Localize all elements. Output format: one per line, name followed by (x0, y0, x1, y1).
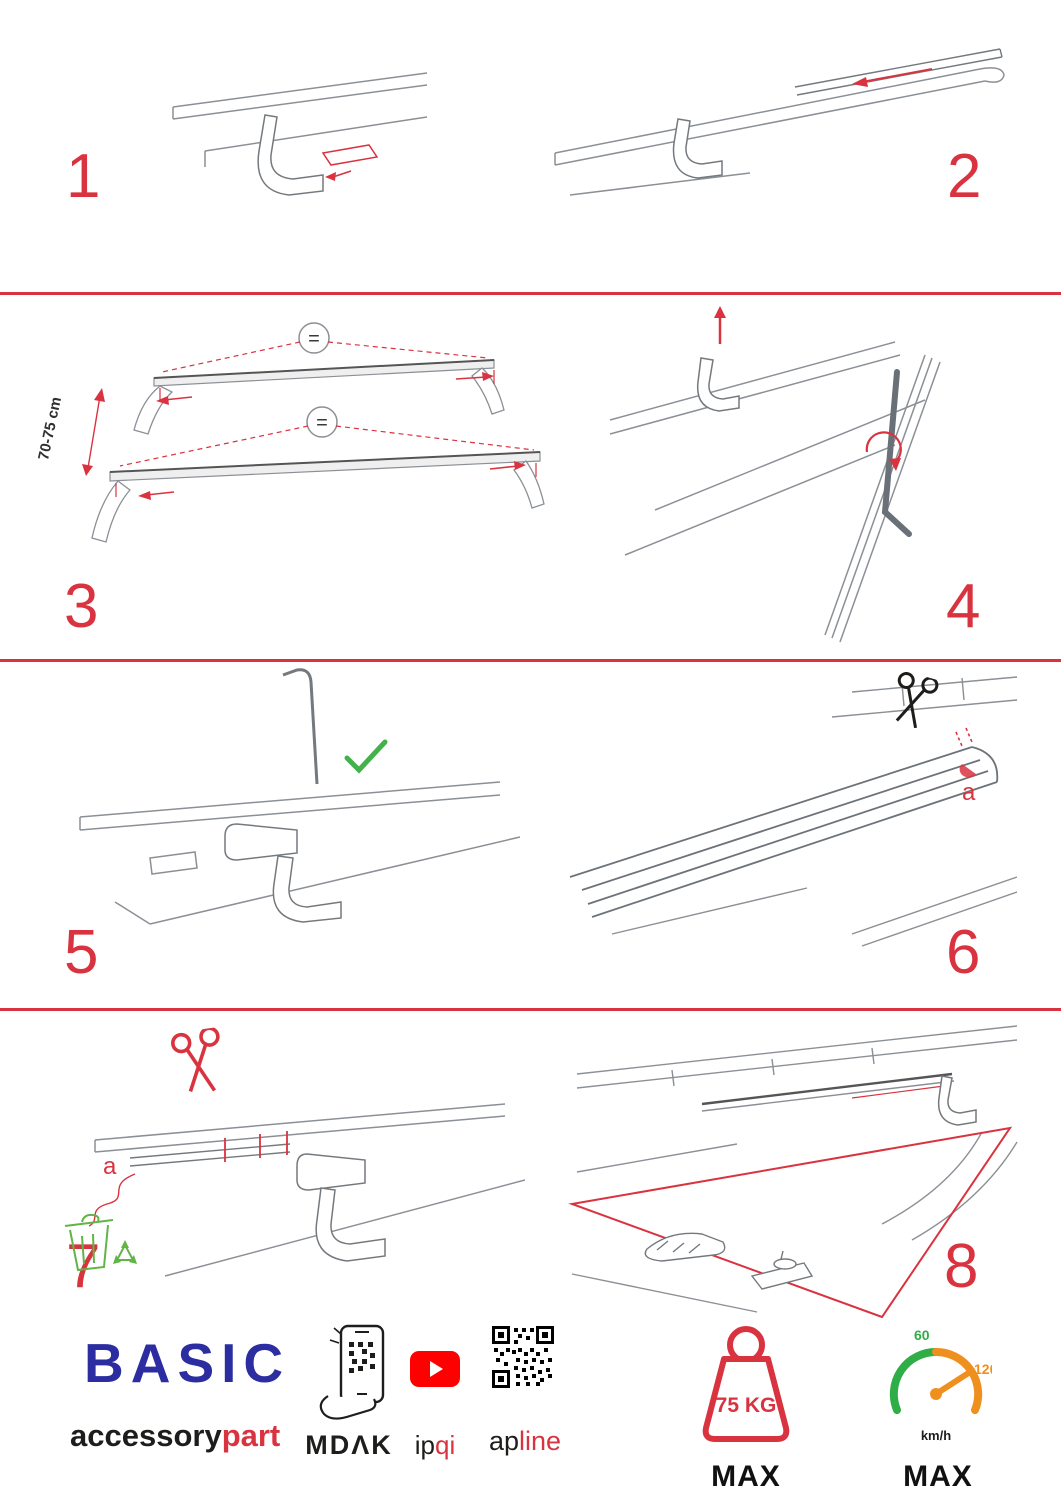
phone-scan-icon (319, 1324, 385, 1420)
speed-max-label: MAX (903, 1460, 973, 1493)
speedometer-icon: 60 120 km/h (889, 1327, 992, 1443)
detail-callout-frame (568, 1126, 1013, 1319)
max-weight-icon: 75 KG (702, 1326, 790, 1442)
hand-shape (319, 1395, 377, 1420)
step-6-illustration: a (569, 672, 1017, 947)
mounted-crossbar (701, 1072, 977, 1126)
push-up-arrow (714, 306, 726, 344)
step-4-number: 4 (946, 572, 981, 641)
hook-rod (282, 668, 319, 785)
step-7-illustration: a (64, 1025, 525, 1277)
slide-arrow (852, 68, 933, 87)
step-4-illustration (609, 306, 941, 643)
step-8-number: 8 (944, 1232, 979, 1301)
allen-key (881, 369, 912, 537)
phone-qr-pixels (349, 1342, 375, 1373)
section-divider (0, 659, 1061, 662)
bar-lines (94, 1103, 525, 1277)
step-2-illustration (554, 48, 1005, 196)
logo-ipqi: ipqi (403, 1430, 467, 1461)
step-2-number: 2 (947, 142, 982, 211)
brand-sub-right: part (221, 1418, 281, 1453)
weight-value: 75 KG (716, 1394, 777, 1417)
step-3-number: 3 (64, 572, 99, 641)
arrow-icon (325, 172, 336, 181)
logo-apline: apline (480, 1426, 570, 1457)
step-5-illustration (79, 668, 520, 925)
logo-ipqi-left: ip (414, 1430, 435, 1460)
rotate-arrow (865, 431, 902, 471)
section-divider (0, 1008, 1061, 1011)
step-5-number: 5 (64, 918, 99, 987)
t-slot-adapters (644, 1232, 814, 1290)
roof-edge-lines (609, 341, 941, 643)
scissors-icon (886, 672, 941, 732)
crossbar-lines (554, 67, 1005, 196)
speed-high-label: 120 (974, 1361, 992, 1377)
section-divider (0, 292, 1061, 295)
discard-curve (88, 1173, 136, 1227)
roof-rail-lines (172, 72, 428, 167)
brand-sub-left: accessory (70, 1418, 222, 1453)
upper-crossbar (133, 359, 505, 435)
step-3-illustration: = = (82, 322, 545, 543)
dimension-leader-lines (119, 341, 535, 467)
logo-mdak: MDΛK (305, 1430, 393, 1460)
equal-sign: = (308, 328, 320, 350)
youtube-icon (410, 1351, 460, 1387)
scissors-icon (169, 1025, 228, 1098)
check-icon (344, 739, 388, 774)
roof-lines (571, 1025, 1018, 1313)
logo-apline-right: line (519, 1426, 562, 1456)
clamp-assembly (296, 1153, 386, 1262)
step-1-number: 1 (66, 142, 101, 211)
qr-code (492, 1326, 554, 1388)
speed-low-label: 60 (914, 1327, 930, 1343)
clamp-assembly (224, 823, 342, 923)
cover-strip (794, 48, 1003, 96)
cut-point (955, 727, 976, 778)
clamp-bracket (257, 114, 324, 196)
height-dimension (82, 388, 105, 476)
door-frame-lines (79, 781, 520, 925)
clamp-bracket (672, 118, 723, 179)
brand-logo-basic: BASIC (84, 1332, 291, 1394)
equal-sign: = (316, 412, 328, 434)
step-6-number: 6 (946, 918, 981, 987)
clamp-bracket (696, 357, 740, 412)
dimension-arrows (115, 370, 537, 500)
strip-to-cut (129, 1143, 291, 1167)
rubber-pad (321, 144, 379, 178)
crossbar-profile (569, 746, 999, 918)
step-8-illustration (568, 1025, 1018, 1319)
logo-ipqi-right: qi (435, 1430, 456, 1460)
cut-marks (224, 1131, 288, 1162)
brand-logo-accessorypart: accessorypart (70, 1420, 280, 1451)
roof-lines (611, 676, 1017, 947)
step-1-illustration (172, 72, 428, 196)
recycle-icon (113, 1240, 137, 1264)
equal-spacing-callouts: = = (298, 322, 338, 438)
trash-icon (64, 1213, 114, 1272)
strip-label-a: a (103, 1153, 117, 1180)
lower-crossbar (91, 451, 545, 543)
speed-unit-label: km/h (921, 1428, 951, 1443)
weight-max-label: MAX (711, 1460, 781, 1493)
logo-apline-left: ap (488, 1426, 519, 1456)
strip-label-a: a (962, 779, 976, 806)
